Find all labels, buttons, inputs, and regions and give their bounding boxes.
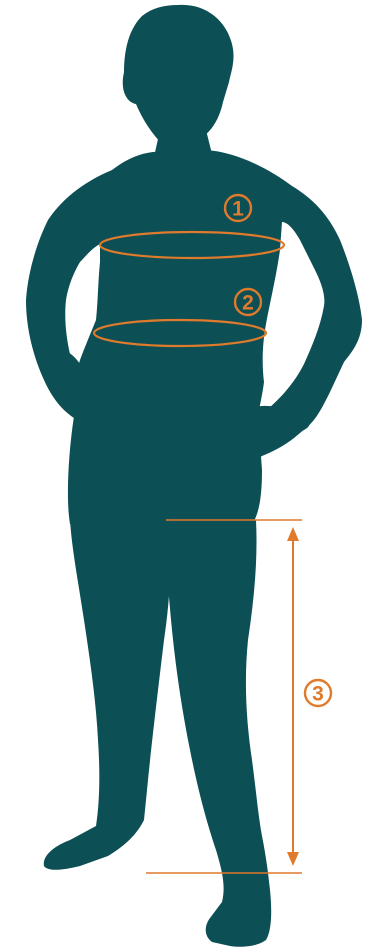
- right-leg-shape: [164, 520, 271, 947]
- inseam-marker: 3: [305, 680, 331, 706]
- left-leg-shape: [44, 520, 171, 870]
- chest-marker-number: 1: [232, 198, 244, 221]
- inseam-arrow-head-bottom: [287, 852, 299, 866]
- head-shape: [123, 5, 234, 146]
- hips-shape: [68, 416, 262, 524]
- waist-marker-number: 2: [242, 292, 254, 315]
- inseam-arrow-head-top: [287, 527, 299, 541]
- person-silhouette: [26, 5, 362, 947]
- inseam-marker-number: 3: [312, 683, 324, 706]
